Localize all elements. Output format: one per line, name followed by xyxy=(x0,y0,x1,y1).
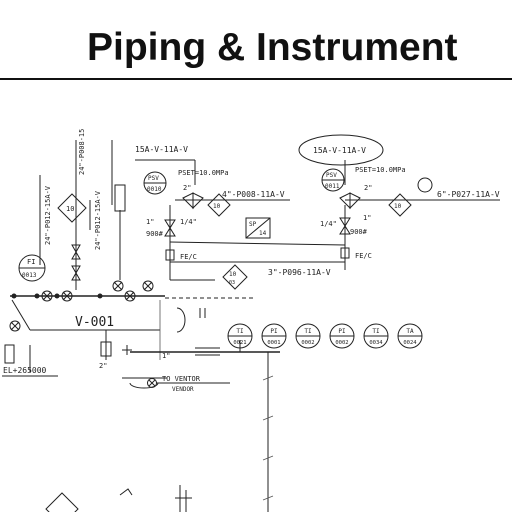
psv-diamonds: 10 10 10 03 xyxy=(207,193,412,290)
pid-drawing: 24"-P012-15A-V 24"-P012-15A-V 24"-P008-1… xyxy=(2,129,500,512)
fi-left-tag: FI xyxy=(27,258,35,266)
size-top-left: 2" xyxy=(183,184,191,192)
diamond-center-num: 03 xyxy=(229,280,235,286)
drain-assembly: 2" TO VENTOR VENDOR 1" xyxy=(99,330,280,393)
instrument-number: 0024 xyxy=(403,340,417,346)
instrument-bubble-2: PI 0001 xyxy=(261,323,287,349)
fi-left-bubble: FI 0013 xyxy=(18,254,46,282)
instrument-tag: TI xyxy=(372,328,380,335)
instrument-bubble-1: TI 0021 xyxy=(227,323,253,349)
instrument-bubbles: TI 0021 PI 0001 TI 0002 PI 0002 TI 0034 TA 0024 xyxy=(227,323,423,349)
vendor-note: VENDOR xyxy=(172,386,194,393)
fe-left: FE/C xyxy=(180,253,197,261)
line-label-vertical-3: 24"-P008-15 xyxy=(78,129,86,175)
main-line-valves xyxy=(9,280,154,332)
left-diamond-label: 10 xyxy=(66,205,74,213)
psv-left-tag: PSV xyxy=(148,175,159,182)
instrument-tag: PI xyxy=(270,328,278,335)
vessel-v001: V-001 xyxy=(11,299,206,360)
instrument-number: 0001 xyxy=(267,340,280,346)
size-mid-1: 1" xyxy=(162,352,170,360)
instrument-tag: TA xyxy=(406,328,414,335)
highlight-ellipse: 15A-V-11A-V xyxy=(298,134,384,166)
diamond-center-label: 10 xyxy=(229,271,237,278)
instrument-number: 0002 xyxy=(335,340,348,346)
psv-left: PSV 0010 PSET=10.0MPa 2" 1" 1/4" 900# FE… xyxy=(143,169,229,261)
diagram-title: Piping & Instrument xyxy=(87,26,458,69)
psv-left-num: 0010 xyxy=(147,186,162,193)
instrument-bubble-5: TI 0034 xyxy=(363,323,389,349)
vertical-pipe-group xyxy=(39,140,121,290)
line-label-left-header: 4"-P008-11A-V xyxy=(222,190,285,199)
vertical-line-valves xyxy=(71,184,126,281)
elevation-label: EL+265000 xyxy=(3,366,47,375)
size-top-right: 2" xyxy=(364,184,372,192)
instrument-bubble-3: TI 0002 xyxy=(295,323,321,349)
size-right-c: 1" xyxy=(363,214,371,222)
instrument-bubble-6: TA 0024 xyxy=(397,323,423,349)
line-label-vertical-2: 24"-P012-15A-V xyxy=(94,190,102,250)
instrument-number: 0021 xyxy=(233,340,246,346)
line-label-bottom-bypass: 3"-P096-11A-V xyxy=(268,268,331,277)
vent-label: TO VENTOR xyxy=(162,375,201,383)
line-label-vertical-1: 24"-P012-15A-V xyxy=(44,185,52,245)
instrument-bubble-4: PI 0002 xyxy=(329,323,355,349)
psv-right-setpoint: PSET=10.0MPa xyxy=(355,166,406,174)
diamond-left-header-label: 10 xyxy=(213,203,221,210)
line-label-top-right: 15A-V-11A-V xyxy=(313,146,366,155)
instrument-tag: PI xyxy=(338,328,346,335)
title-underline xyxy=(0,78,512,80)
line-label-right-header: 6"-P027-11A-V xyxy=(437,190,500,199)
instrument-number: 0034 xyxy=(369,340,383,346)
psv-left-setpoint: PSET=10.0MPa xyxy=(178,169,229,177)
vessel-tag: V-001 xyxy=(75,315,114,330)
size-left-a: 1" xyxy=(146,218,154,226)
psv-right-tag: PSV xyxy=(326,172,337,179)
main-horizontal-line xyxy=(10,293,255,299)
fe-right: FE/C xyxy=(355,252,372,260)
spec-box: SP 14 xyxy=(245,217,271,239)
psv-header xyxy=(135,159,500,281)
psv-right: PSV 0011 PSET=10.0MPa 2" 1/4" 900# 1" FE… xyxy=(320,166,433,260)
size-left-c: 900# xyxy=(146,230,164,238)
spec-box-num: 14 xyxy=(259,230,267,237)
size-right-a: 1/4" xyxy=(320,220,337,228)
size-left-b: 1/4" xyxy=(180,218,197,226)
elevation-marker: EL+265000 xyxy=(2,344,58,377)
diamond-right-label: 10 xyxy=(394,203,402,210)
left-diamond-symbol: 10 xyxy=(57,193,87,223)
fi-left-num: 0013 xyxy=(22,272,37,279)
psv-right-num: 0011 xyxy=(325,183,340,190)
lower-left-fragments xyxy=(45,485,192,512)
instrument-tag: TI xyxy=(304,328,312,335)
instrument-row xyxy=(239,340,274,512)
line-label-top-left: 15A-V-11A-V xyxy=(135,145,188,154)
instrument-number: 0002 xyxy=(301,340,314,346)
spec-box-label: SP xyxy=(249,221,257,228)
size-mid-2: 2" xyxy=(99,362,107,370)
instrument-tag: TI xyxy=(236,328,244,335)
size-right-b: 900# xyxy=(350,228,368,236)
